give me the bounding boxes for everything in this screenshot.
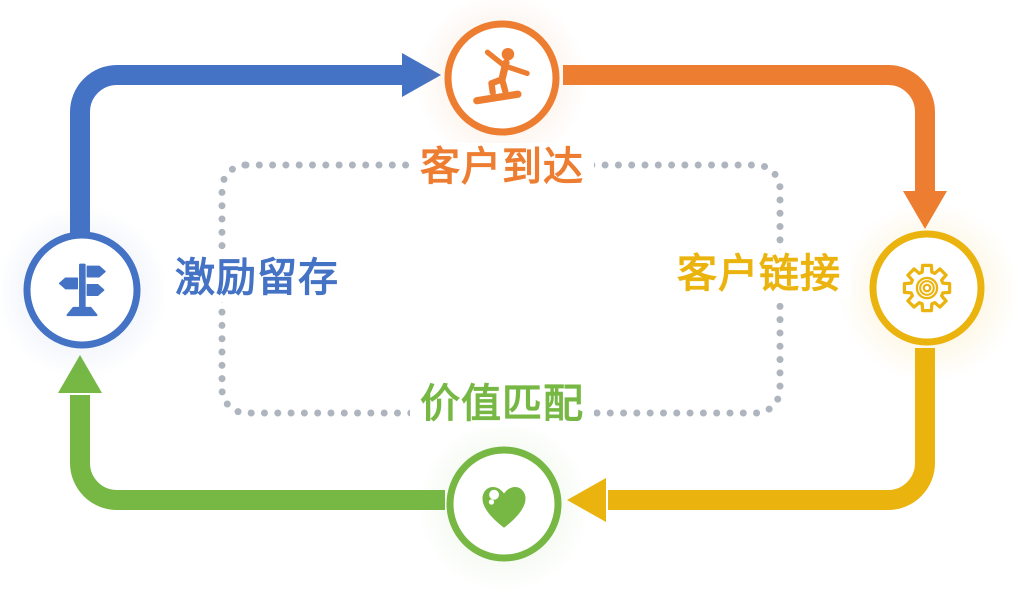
gear-icon <box>902 263 952 313</box>
signpost-icon <box>58 263 106 317</box>
node-value-match <box>446 446 562 562</box>
node-customer-link <box>869 230 985 346</box>
label-value-match: 价值匹配 <box>410 380 594 428</box>
connector-arrive-to-link <box>563 65 947 229</box>
label-customer-arrival: 客户到达 <box>410 143 594 191</box>
connector-retain-to-arrive <box>70 53 441 234</box>
label-incentive-retention: 激励留存 <box>165 254 349 302</box>
node-incentive-retention <box>23 231 141 349</box>
connector-match-to-retain <box>58 355 445 510</box>
node-customer-arrival <box>444 20 560 136</box>
snowboarder-icon <box>473 47 530 105</box>
heart-icon <box>482 486 526 528</box>
label-customer-link: 客户链接 <box>667 250 851 298</box>
connector-link-to-match <box>567 348 935 522</box>
